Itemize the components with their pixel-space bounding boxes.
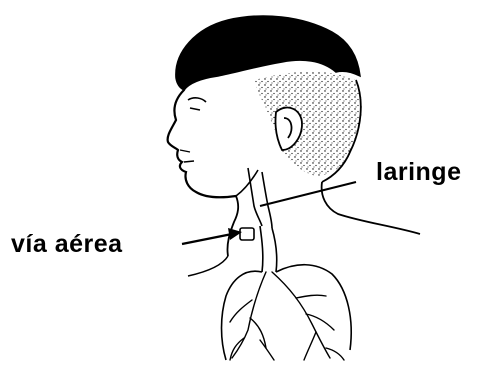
larynx-shape — [248, 168, 272, 228]
lung-left — [222, 271, 263, 360]
laringe-pointer — [260, 182, 356, 206]
eye-detail — [188, 98, 206, 110]
trachea-shape — [260, 226, 277, 272]
bronchi — [230, 272, 344, 360]
neck-front — [227, 196, 238, 256]
label-laringe: laringe — [376, 160, 461, 185]
jaw-line — [236, 170, 258, 196]
shoulder-front — [188, 256, 228, 276]
label-via-aerea: vía aérea — [11, 232, 123, 257]
airway-tube — [240, 228, 254, 240]
head-outline — [168, 90, 236, 197]
via-aerea-arrow — [182, 228, 242, 244]
mouth-detail — [180, 150, 194, 162]
neck-back — [322, 182, 420, 234]
